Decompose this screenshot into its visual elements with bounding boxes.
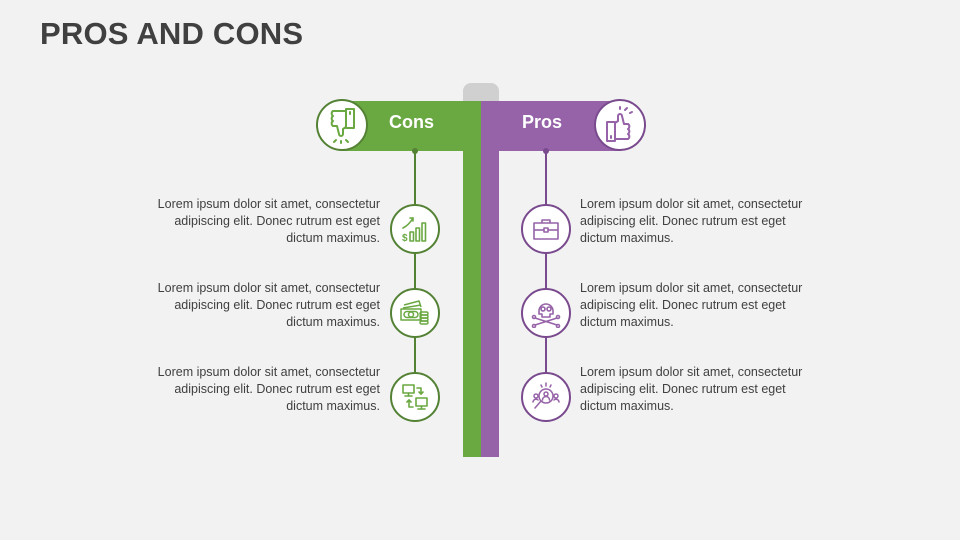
cons-header-icon-circle <box>316 99 368 151</box>
cons-label: Cons <box>389 112 434 132</box>
pros-item-icon-circle-2 <box>521 288 571 338</box>
cash-coins-icon <box>400 300 429 325</box>
cons-item-text-1: Lorem ipsum dolor sit amet, consectetur … <box>157 197 380 245</box>
cons-connector-dot <box>412 148 418 154</box>
cons-item-text-3: Lorem ipsum dolor sit amet, consectetur … <box>157 365 380 413</box>
pros-connector-line <box>545 151 547 396</box>
pros-item-icon-circle-1 <box>521 204 571 254</box>
pros-item-text-2: Lorem ipsum dolor sit amet, consectetur … <box>580 281 803 329</box>
search-user-icon <box>532 382 560 409</box>
briefcase-icon <box>533 219 559 240</box>
pros-label: Pros <box>522 112 563 132</box>
cons-item-icon-circle-3 <box>390 372 440 422</box>
thumbs-up-icon <box>606 106 633 142</box>
cons-item-text-2: Lorem ipsum dolor sit amet, consectetur … <box>157 281 380 329</box>
cons-item-icon-circle-2 <box>390 288 440 338</box>
skull-crossbones-icon <box>531 303 561 328</box>
signpost-pole-pros <box>481 101 499 457</box>
growth-chart-dollar-icon: $ <box>402 217 427 243</box>
svg-text:$: $ <box>402 233 408 243</box>
pros-connector-dot <box>543 148 549 154</box>
pros-item-text-1: Lorem ipsum dolor sit amet, consectetur … <box>580 197 803 245</box>
pros-header-icon-circle <box>594 99 646 151</box>
page-title: PROS AND CONS <box>40 16 304 51</box>
signpost-pole-cons <box>463 101 482 457</box>
pros-item-text-3: Lorem ipsum dolor sit amet, consectetur … <box>580 365 803 413</box>
cons-item-icon-circle-1: $ <box>390 204 440 254</box>
pros-item-icon-circle-3 <box>521 372 571 422</box>
cons-connector-line <box>414 151 416 396</box>
thumbs-down-icon <box>330 108 355 144</box>
computer-transfer-icon <box>402 384 428 410</box>
